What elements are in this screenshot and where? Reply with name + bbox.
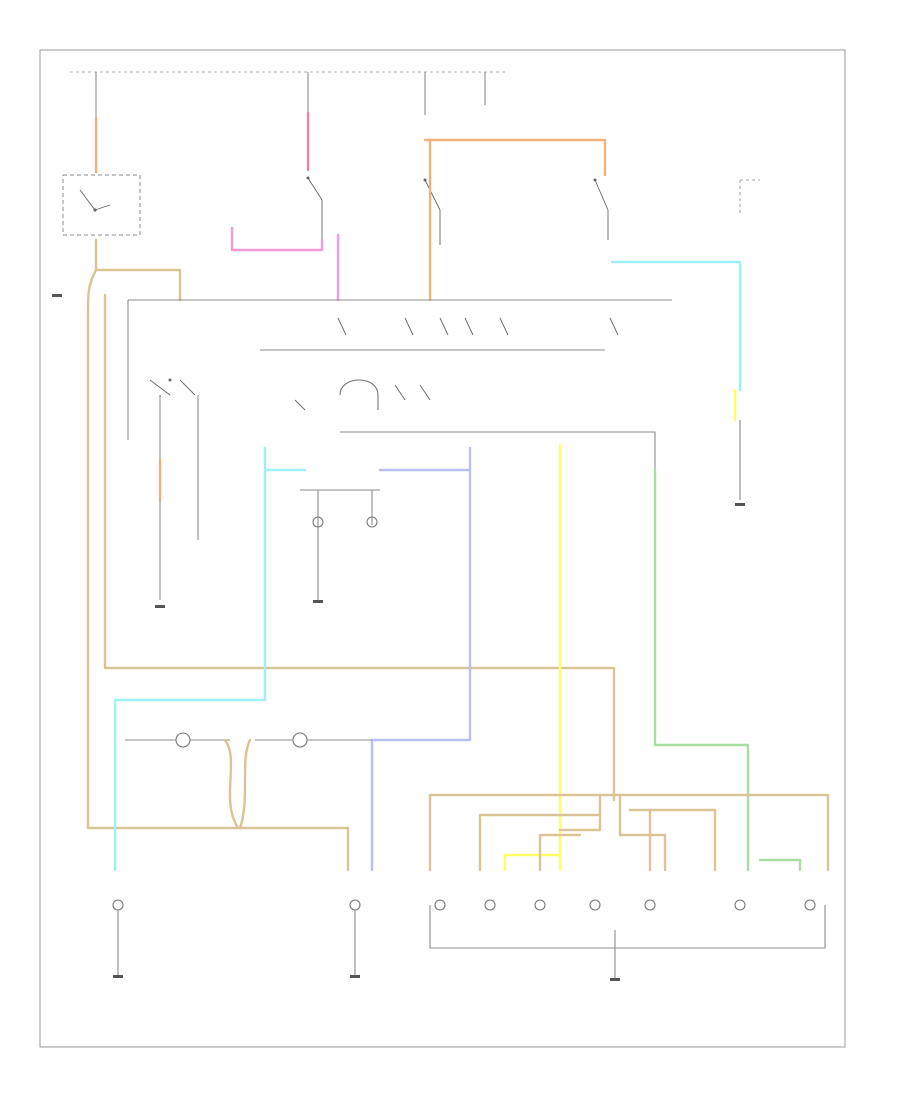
electronic-brake-control bbox=[739, 179, 760, 215]
left-front-lamp-assembly bbox=[112, 899, 124, 975]
fuse-top-right bbox=[424, 72, 486, 115]
brake-switch bbox=[306, 176, 323, 240]
left-front-side-marker bbox=[175, 732, 191, 748]
hazard-flasher bbox=[423, 178, 441, 245]
bus-gray-rear bbox=[429, 905, 826, 980]
bus-gray-low bbox=[340, 431, 656, 470]
wire-blue bbox=[370, 446, 472, 872]
right-front-side-marker bbox=[292, 732, 308, 748]
wire-magenta-brake bbox=[230, 226, 324, 252]
ground-upper-left bbox=[52, 294, 62, 297]
wire-green bbox=[653, 468, 802, 872]
wire-tan-rear-bus bbox=[428, 793, 830, 872]
ground-stop-switch bbox=[735, 503, 745, 506]
rear-lamp-cluster bbox=[434, 899, 816, 911]
ground-indicators bbox=[313, 600, 323, 603]
ground-dimmer bbox=[155, 605, 165, 608]
wire-cyan-left bbox=[113, 446, 307, 872]
headlamp-switch bbox=[62, 174, 141, 236]
turn-signal-switch bbox=[294, 317, 619, 411]
ground-right bbox=[610, 978, 620, 981]
wire-cyan-right bbox=[610, 260, 742, 392]
wire-tan-horizontal bbox=[103, 293, 616, 802]
right-front-lamp-assembly bbox=[349, 899, 361, 975]
wire-orange-top-right bbox=[423, 138, 607, 177]
turn-signal-flasher bbox=[593, 178, 609, 240]
wire-yellow bbox=[503, 443, 562, 872]
ground-mid bbox=[350, 975, 360, 978]
diagram-frame bbox=[39, 49, 846, 1048]
wire-gray-indicators bbox=[300, 489, 380, 600]
ground-left bbox=[113, 975, 123, 978]
dimmer-switch bbox=[149, 378, 199, 540]
wire-tan-main bbox=[86, 238, 350, 872]
wire-tan-marker-loop bbox=[223, 738, 252, 830]
